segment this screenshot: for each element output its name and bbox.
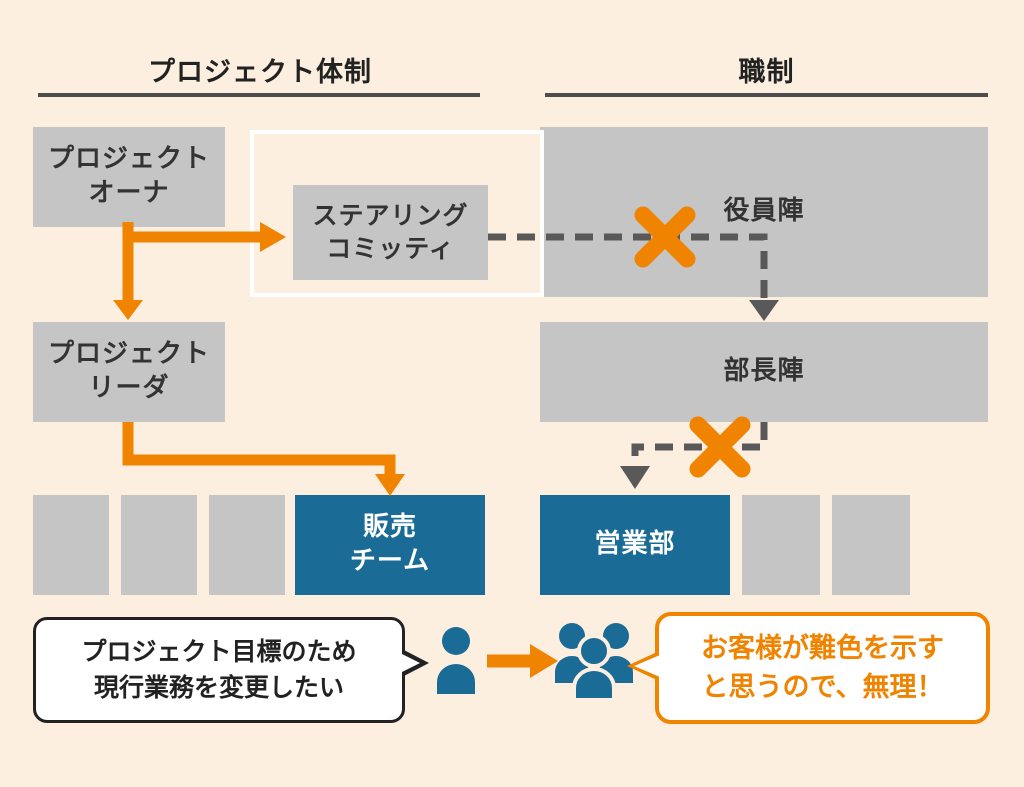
owner-arrows [113, 222, 286, 320]
people-group-icon [555, 623, 633, 702]
leader-to-sales-team-arrow [122, 422, 405, 496]
person-icon [437, 627, 475, 694]
placeholder-dept-box [33, 495, 109, 595]
placeholder-dept-box [742, 495, 820, 595]
committee-to-heads-dashed-arrow [488, 233, 779, 321]
steering-committee-box: ステアリング コミッティ [293, 185, 488, 280]
request-bubble-tail-fill [398, 652, 420, 674]
steering-committee-frame [250, 130, 544, 297]
placeholder-dept-box [121, 495, 197, 595]
x-mark-icon [689, 416, 751, 478]
project-leader-box: プロジェクト リーダ [33, 322, 225, 422]
placeholder-dept-box [209, 495, 285, 595]
placeholder-dept-box [832, 495, 910, 595]
header-underline-left [38, 93, 480, 97]
sales-team-box: 販売 チーム [295, 495, 485, 595]
department-heads-box: 部長陣 [540, 322, 988, 422]
header-underline-right [545, 93, 988, 97]
rejection-speech-bubble: お客様が難色を示す と思うので、無理！ [655, 612, 990, 724]
request-arrow [487, 644, 558, 678]
x-mark-icon [634, 206, 696, 268]
request-speech-bubble: プロジェクト目標のため 現行業務を変更したい [33, 617, 405, 723]
section-title-project-structure: プロジェクト体制 [148, 57, 372, 88]
sales-department-box: 営業部 [540, 495, 730, 595]
project-owner-box: プロジェクト オーナ [33, 127, 225, 227]
rejection-bubble-tail-fill [634, 655, 660, 677]
section-title-org-hierarchy: 職制 [738, 57, 795, 88]
heads-to-sales-dept-dashed-arrow [620, 422, 768, 489]
